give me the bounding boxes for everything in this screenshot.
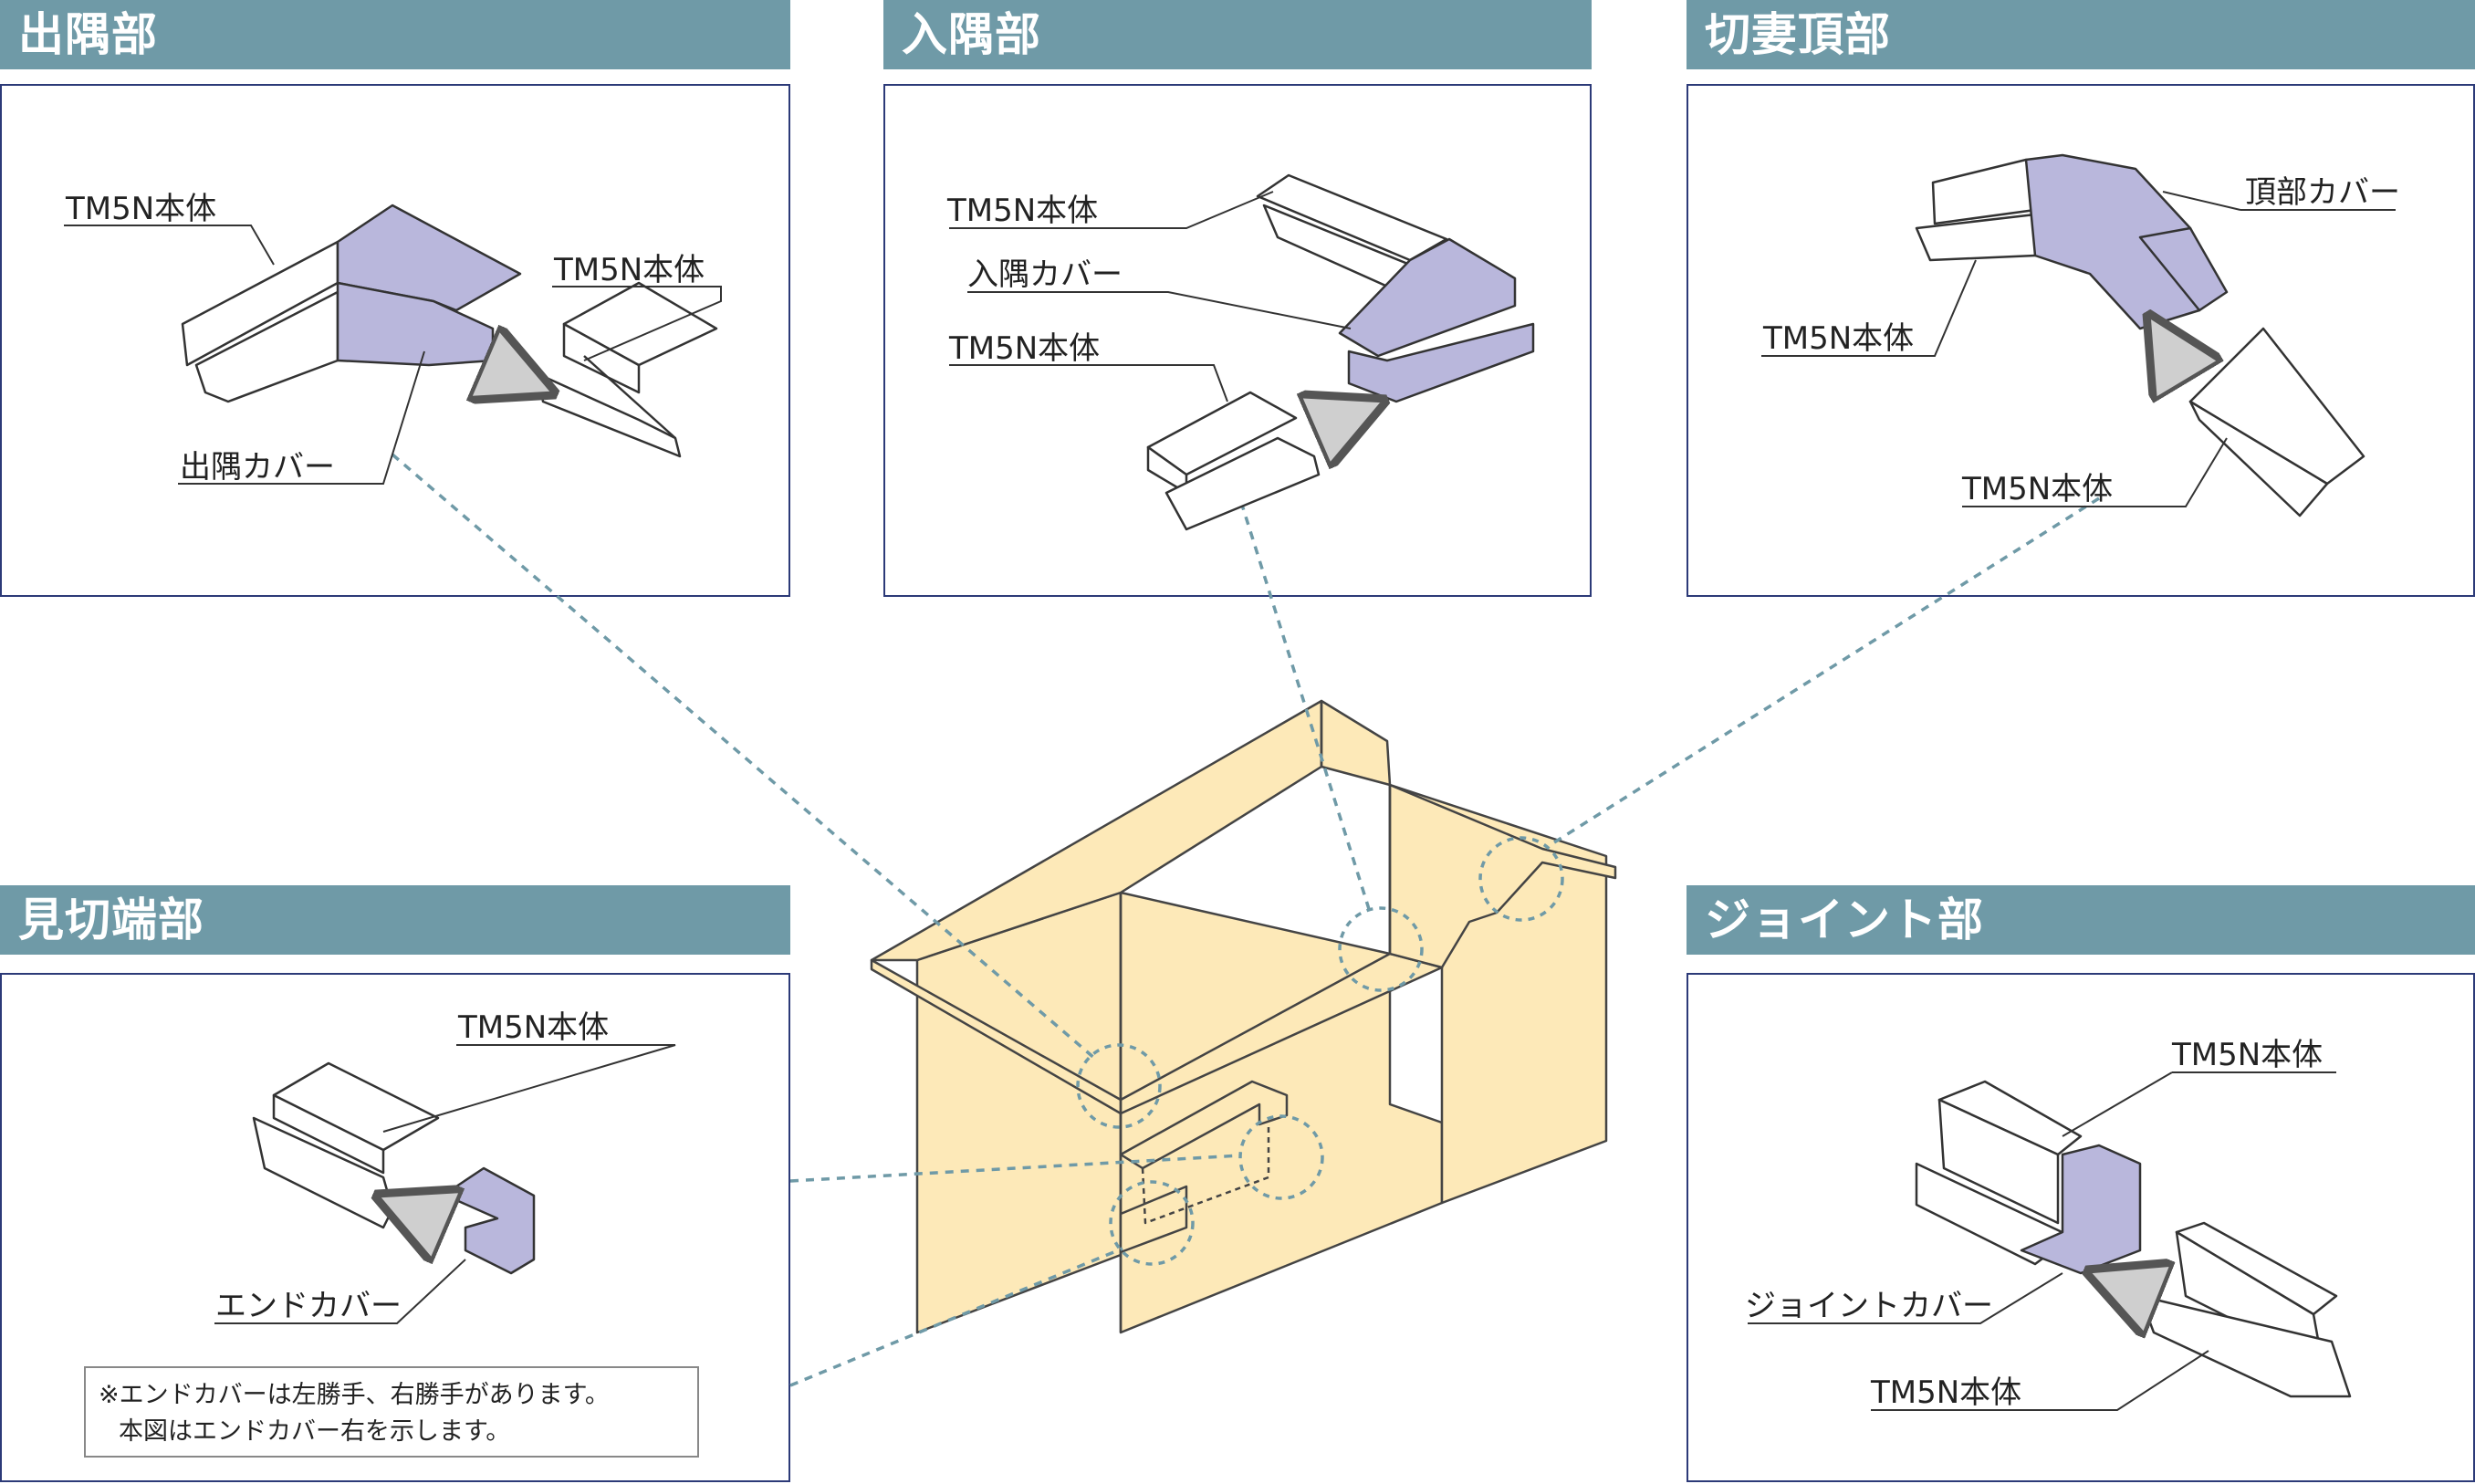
section-title-gable-top: 切妻頂部 — [1687, 0, 2475, 69]
section-title-outside-corner: 出隅部 — [0, 0, 790, 69]
label-inside-corner-body-top: TM5N本体 — [946, 193, 1098, 229]
label-outside-corner-cover: 出隅カバー — [180, 449, 335, 486]
outside-corner-parts — [181, 204, 718, 458]
section-title-inside-corner: 入隅部 — [883, 0, 1592, 69]
joint-parts — [1915, 1080, 2352, 1398]
label-outside-corner-body-right: TM5N本体 — [553, 252, 705, 288]
label-inside-corner-cover: 入隅カバー — [967, 256, 1123, 293]
label-leaders — [64, 191, 2396, 1411]
label-inside-corner-body-bottom: TM5N本体 — [948, 330, 1100, 367]
inside-corner-parts — [1146, 173, 1535, 531]
leader-lines — [391, 453, 2100, 1387]
label-outside-corner-body-top: TM5N本体 — [65, 191, 216, 227]
note-line-1: ※エンドカバーは左勝手、右勝手があります。 — [99, 1381, 610, 1409]
label-gable-top-body-bottom: TM5N本体 — [1961, 471, 2113, 507]
end-part-parts — [252, 1061, 536, 1275]
end-cover-note: ※エンドカバーは左勝手、右勝手があります。 本図はエンドカバー右を示します。 — [84, 1366, 699, 1458]
label-joint-body-top: TM5N本体 — [2171, 1037, 2323, 1073]
note-line-2: 本図はエンドカバー右を示します。 — [119, 1417, 511, 1446]
section-title-joint: ジョイント部 — [1687, 885, 2475, 955]
house-illustration — [870, 699, 1617, 1334]
label-joint-cover: ジョイントカバー — [1745, 1288, 1993, 1324]
gable-top-parts — [1915, 153, 2365, 517]
highlight-circles — [1076, 836, 1564, 1266]
label-gable-top-body-left: TM5N本体 — [1762, 320, 1914, 357]
section-title-end-part: 見切端部 — [0, 885, 790, 955]
label-joint-body-bottom: TM5N本体 — [1870, 1374, 2021, 1411]
label-end-part-body: TM5N本体 — [457, 1009, 609, 1046]
label-gable-top-cover: 頂部カバー — [2245, 174, 2400, 211]
label-end-part-cover: エンドカバー — [215, 1288, 402, 1324]
